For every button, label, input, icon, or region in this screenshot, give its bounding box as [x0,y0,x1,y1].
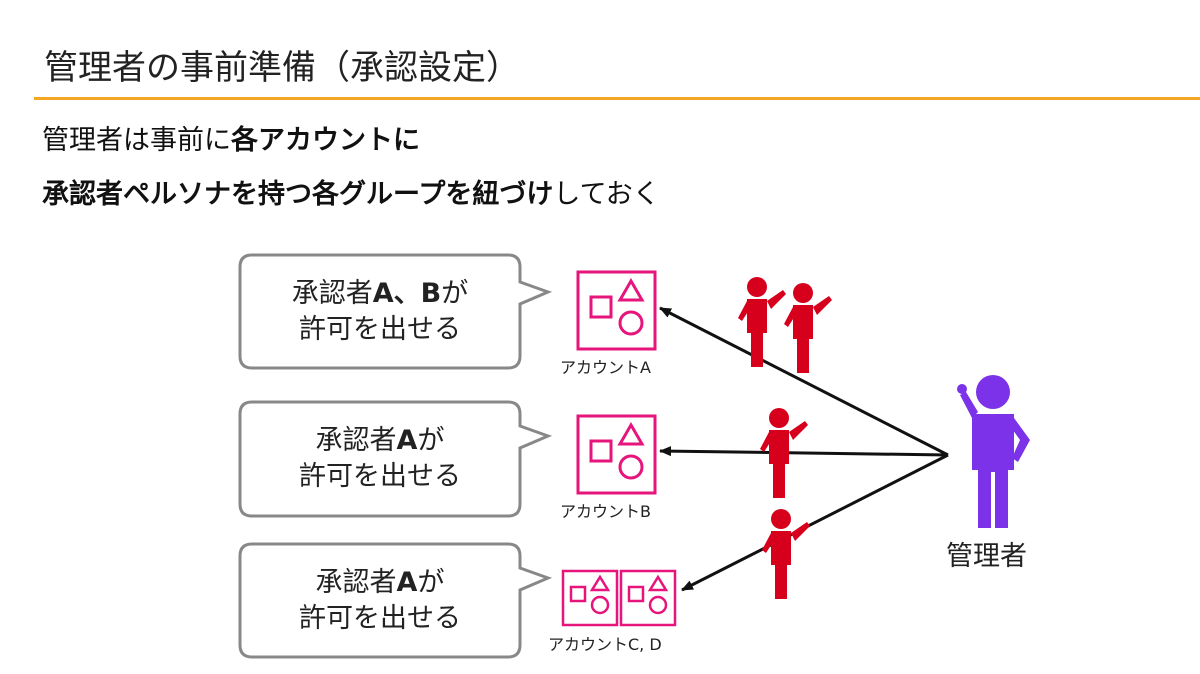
speech-bubble-cd [238,542,553,659]
account-icon-c [561,569,619,627]
bubble-cd-line-2: 許可を出せる [299,603,461,634]
bubble-a-approvers: A、B [372,278,442,309]
approver-figure-icon-3 [760,408,808,498]
bubble-b-approvers: A [396,425,418,456]
subtitle-line-1-bold: 各アカウントに [231,125,420,156]
approver-figure-icon-1 [738,277,786,367]
speech-bubble-b [238,400,553,518]
bubble-a-line-2: 許可を出せる [299,314,461,345]
approver-figure-icon-4 [762,509,810,599]
arrow-to-account-cd [681,453,949,592]
bubble-b-prefix: 承認者 [315,425,397,456]
account-icon-d [619,569,677,627]
subtitle-line-1: 管理者は事前に各アカウントに [42,118,420,157]
account-icon-a [576,270,657,351]
bubble-b-suffix: が [417,425,445,456]
subtitle-line-2: 承認者ペルソナを持つ各グループを紐づけしておく [42,172,660,211]
subtitle-line-1-normal: 管理者は事前に [42,125,231,156]
bubble-cd-suffix: が [417,567,445,598]
speech-bubble-a [238,253,553,370]
bubble-a-prefix: 承認者 [291,278,373,309]
bubble-a-suffix: が [441,278,469,309]
account-icon-b [576,414,657,495]
approver-figure-icon-2 [784,283,832,373]
account-label-a: アカウントA [560,358,651,377]
arrow-to-account-a [659,306,949,457]
bubble-b-line-2: 許可を出せる [299,461,461,492]
bubble-cd-prefix: 承認者 [315,567,397,598]
page-title: 管理者の事前準備（承認設定） [44,48,520,88]
admin-label: 管理者 [946,541,1027,572]
bubble-text-cd: 承認者Aが 許可を出せる [245,565,515,637]
subtitle-line-2-bold: 承認者ペルソナを持つ各グループを紐づけ [42,179,554,210]
bubble-text-a: 承認者A、Bが 許可を出せる [245,276,515,348]
admin-figure-icon [957,375,1030,528]
bubble-cd-approvers: A [396,567,418,598]
account-label-cd: アカウントC, D [548,635,662,654]
subtitle-line-2-normal: しておく [553,179,660,210]
bubble-cd-line-1: 承認者Aが [245,565,515,601]
bubble-text-b: 承認者Aが 許可を出せる [245,423,515,495]
arrow-to-account-b [659,446,949,457]
title-underline [34,97,1200,100]
bubble-b-line-1: 承認者Aが [245,423,515,459]
account-label-b: アカウントB [560,502,651,521]
bubble-a-line-1: 承認者A、Bが [245,276,515,312]
